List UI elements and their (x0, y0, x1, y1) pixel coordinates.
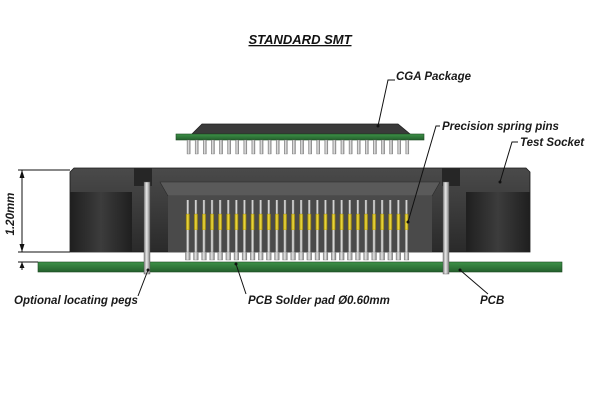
spring-pin-array (185, 200, 410, 261)
spring-pin (339, 200, 345, 261)
pcb-board (37, 261, 563, 273)
spring-pin (258, 200, 264, 261)
cga-column (397, 139, 401, 155)
spring-pin (201, 200, 207, 261)
cga-column (194, 139, 199, 155)
spring-pin (314, 200, 320, 261)
socket-right-wall (466, 192, 530, 252)
cga-column (300, 139, 304, 155)
cga-column (219, 139, 223, 155)
cga-column (227, 139, 231, 155)
cga-column (340, 139, 345, 155)
spring-pin (185, 200, 191, 261)
socket-cavity (159, 181, 441, 197)
cga-leader (377, 79, 395, 127)
spring-pin (395, 200, 401, 261)
cga-column (211, 139, 215, 155)
cga-column (284, 139, 288, 155)
cga-solder-columns (186, 139, 410, 155)
spring-pin (290, 200, 296, 261)
cga-column (405, 139, 410, 155)
spring-pin (225, 200, 231, 261)
cga-column (316, 139, 320, 155)
spring-pin (250, 200, 256, 261)
cga-column (251, 139, 256, 155)
pcb-leader (459, 269, 489, 295)
test-socket (69, 167, 531, 261)
spring-pin (241, 200, 248, 261)
cga-package (175, 123, 425, 155)
spring-pin (282, 200, 288, 261)
cga-column (186, 139, 191, 155)
cga-column (365, 139, 369, 155)
spring-pin (217, 200, 223, 261)
spring-pin (371, 200, 377, 261)
spring-pin (266, 200, 272, 261)
left-locating-peg (143, 181, 151, 275)
spring-pin (322, 200, 329, 261)
cga-column (203, 139, 207, 155)
spring-pin (209, 200, 215, 261)
diagram-title: STANDARD SMT (248, 32, 352, 47)
spring-pin (298, 200, 304, 261)
spring-pins-leader (407, 125, 440, 223)
cga-column (292, 139, 296, 155)
cga-column (381, 139, 385, 155)
spring-pin (347, 200, 353, 261)
spring-pin (306, 200, 312, 261)
socket-left-wall (70, 192, 132, 252)
right-locating-peg (442, 181, 450, 275)
right-peg-housing (442, 168, 460, 186)
left-peg-housing (134, 168, 152, 186)
cga-column (267, 139, 272, 155)
spring-pin (274, 200, 280, 261)
cga-column (389, 139, 393, 155)
spring-pin (363, 200, 369, 261)
cga-package-substrate (175, 133, 425, 141)
spring-pin (331, 200, 337, 261)
pcb-label: PCB (480, 295, 504, 307)
test-socket-leader (499, 141, 518, 183)
cga-column (356, 139, 361, 155)
cga-column (235, 139, 239, 155)
spring-pin (233, 200, 239, 261)
pegs-leader (137, 269, 149, 297)
cga-package-label: CGA Package (396, 71, 472, 83)
spring-pins-label: Precision spring pins (442, 121, 559, 133)
locating-pegs-label: Optional locating pegs (14, 295, 138, 307)
solder-pad-leader (235, 263, 247, 295)
spring-pin (355, 200, 361, 261)
cga-column (308, 139, 312, 155)
cga-column (332, 139, 337, 155)
height-dimension: 1.20mm (5, 169, 70, 270)
spring-pin (387, 200, 393, 261)
cga-column (243, 139, 248, 155)
spring-pin (193, 200, 199, 261)
cga-column (373, 139, 377, 155)
cga-column (324, 139, 329, 155)
solder-pad-label: PCB Solder pad Ø0.60mm (248, 295, 390, 307)
cga-column (275, 139, 280, 155)
test-socket-label: Test Socket (520, 137, 585, 149)
cga-column (259, 139, 264, 155)
dimension-label: 1.20mm (5, 193, 17, 236)
spring-pin (379, 200, 385, 261)
cga-column (348, 139, 353, 155)
